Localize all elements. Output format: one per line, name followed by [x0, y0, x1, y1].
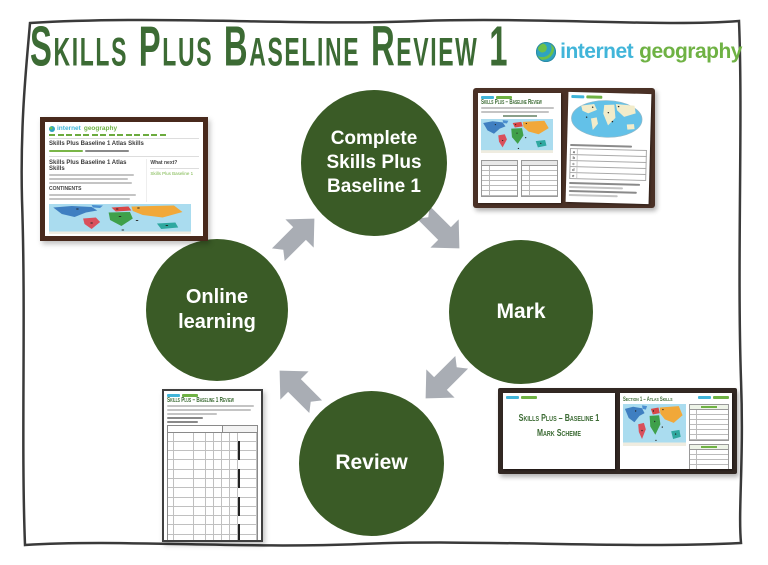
webpage-logo-word2: geography	[83, 125, 118, 132]
atlas-skills-answers-slide: Section 1 – Atlas Skills	[620, 393, 732, 469]
text-line	[568, 185, 623, 189]
divider	[49, 137, 199, 139]
oceans-table	[521, 159, 558, 197]
text-line	[568, 193, 619, 197]
mini-logo	[167, 394, 258, 397]
webpage-logo: internet geography	[49, 125, 199, 132]
worksheet-title: Skills Plus – Baseline Review	[481, 98, 542, 107]
webpage-sidebar-link: Skills Plus Baseline 1	[150, 170, 194, 176]
cycle-step-label: Mark	[496, 299, 546, 323]
worksheet-page-1: Skills Plus – Baseline Review	[478, 93, 561, 203]
text-line	[481, 106, 555, 109]
review-sheet-title: Skills Plus – Baseline 1 Review	[167, 396, 235, 405]
lettered-answer-rows: a b c d e	[569, 147, 647, 181]
text-line	[49, 181, 133, 184]
webpage-article: Skills Plus Baseline 1 Atlas Skills CONT…	[49, 159, 141, 202]
text-line	[569, 181, 640, 186]
review-table	[167, 424, 258, 540]
mini-logo	[506, 396, 612, 399]
continents-map-image	[49, 204, 191, 234]
webpage-breadcrumb	[49, 148, 199, 154]
mark-scheme-title-slide: Skills Plus – Baseline 1 Mark Scheme	[503, 393, 615, 469]
divider	[49, 155, 199, 157]
text-line	[167, 416, 204, 419]
slide-body	[623, 404, 729, 469]
text-line	[49, 173, 134, 176]
answers-table	[689, 404, 729, 469]
text-line	[570, 143, 632, 148]
review-table-header	[168, 425, 257, 433]
text-line	[85, 149, 129, 152]
text-line	[167, 408, 251, 411]
mark-scheme-title: Skills Plus – Baseline 1 Mark Scheme	[511, 411, 606, 441]
webpage-sidebar: What next? Skills Plus Baseline 1	[146, 158, 199, 202]
slide-header: Section 1 – Atlas Skills	[623, 396, 729, 404]
thumbnail-review-sheet: Skills Plus – Baseline 1 Review	[162, 389, 263, 542]
text-line	[568, 189, 637, 194]
text-line	[49, 197, 131, 200]
mini-logo	[481, 96, 558, 99]
cycle-step-label: Complete Skills Plus Baseline 1	[326, 128, 422, 197]
continents-map-image	[623, 404, 686, 446]
continents-map-image	[481, 119, 553, 153]
answer-tables	[481, 159, 558, 197]
text-line	[49, 177, 129, 180]
page-title: Skills Plus Baseline Review 1	[30, 16, 510, 79]
cycle-step-online-learning: Online learning	[146, 239, 288, 381]
webpage-columns: Skills Plus Baseline 1 Atlas Skills CONT…	[49, 158, 199, 202]
webpage-article-heading: Skills Plus Baseline 1 Atlas Skills	[49, 159, 127, 172]
webpage-logo-word1: internet	[57, 125, 81, 132]
cycle-step-complete-baseline: Complete Skills Plus Baseline 1	[301, 90, 447, 236]
webpage-section-heading: CONTINENTS	[49, 185, 82, 192]
webpage-sidebar-heading: What next?	[150, 159, 178, 166]
continents-table	[481, 159, 518, 197]
slide-title: Section 1 – Atlas Skills	[623, 396, 673, 404]
cycle-step-label: Review	[335, 451, 408, 475]
thumbnail-online-learning-webpage: internet geography Skills Plus Baseline …	[40, 117, 208, 241]
text-line	[167, 412, 218, 415]
text-line	[502, 114, 537, 117]
logo-word-internet: internet	[560, 40, 634, 63]
thumbnail-baseline-worksheet: Skills Plus – Baseline Review	[473, 88, 655, 208]
cycle-step-review: Review	[299, 391, 444, 536]
thumbnail-mark-scheme: Skills Plus – Baseline 1 Mark Scheme Sec…	[498, 388, 737, 474]
cycle-step-mark: Mark	[449, 240, 593, 384]
text-line	[167, 404, 255, 407]
world-map-image	[570, 99, 643, 139]
divider	[150, 167, 199, 169]
globe-icon	[49, 125, 55, 132]
cycle-step-label: Online learning	[178, 286, 256, 333]
worksheet-page-2: a b c d e	[565, 91, 652, 205]
webpage-page-heading: Skills Plus Baseline 1 Atlas Skills	[49, 140, 144, 147]
text-line	[49, 193, 136, 196]
mini-logo	[698, 396, 729, 399]
internet-geography-logo: internet geography	[536, 40, 742, 64]
continents-answers	[689, 404, 729, 441]
mark-scheme-title-line2: Mark Scheme	[536, 426, 581, 438]
logo-word-geography: geography	[639, 40, 742, 63]
text-line	[167, 420, 198, 423]
text-line	[481, 110, 549, 113]
globe-icon	[536, 42, 557, 62]
text-line	[49, 149, 83, 152]
mark-scheme-title-line1: Skills Plus – Baseline 1	[518, 411, 600, 423]
oceans-answers	[689, 444, 729, 469]
webpage-nav-bar	[49, 134, 199, 136]
